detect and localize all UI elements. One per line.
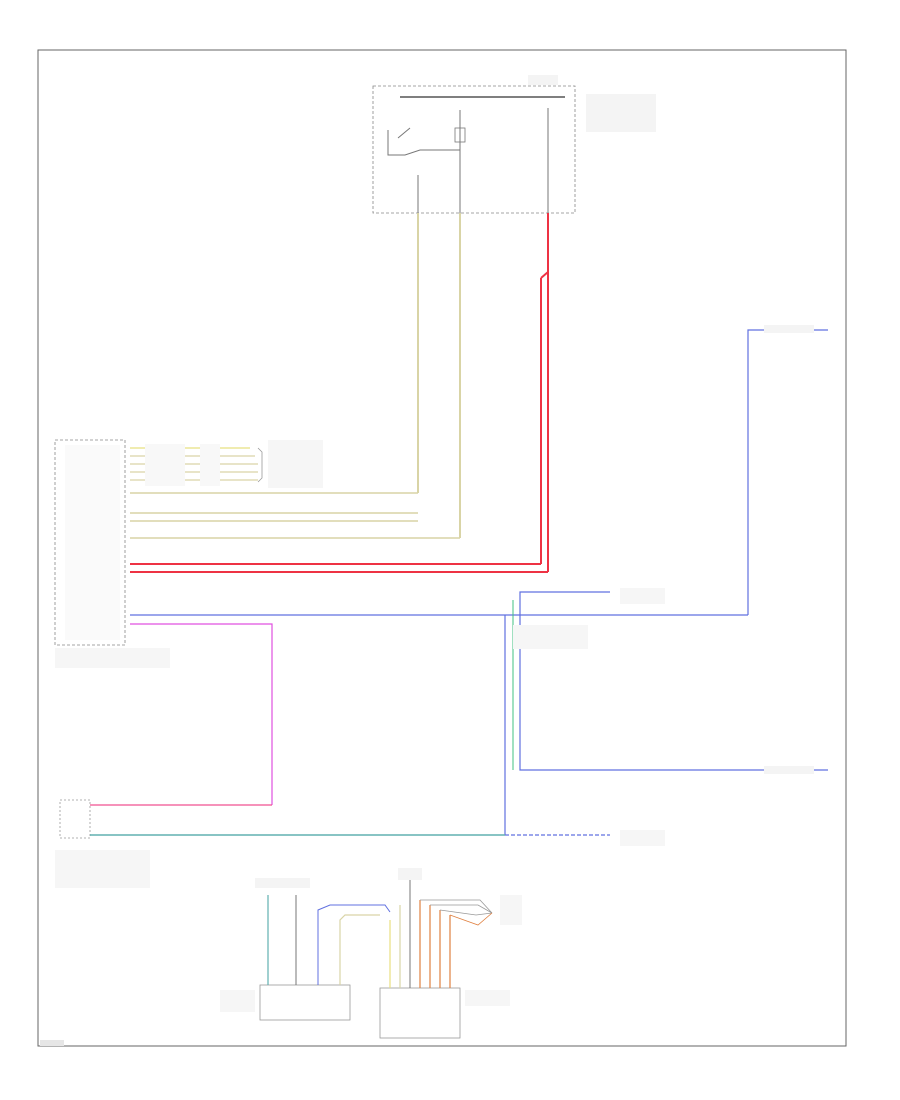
conn-left-caption: [220, 990, 255, 1012]
sensor-lower-left: [55, 799, 665, 888]
conn-left-label: [255, 878, 310, 888]
conn-right-fan-1: [420, 899, 493, 914]
connector-left: [259, 984, 351, 1021]
sensor-body: [59, 799, 91, 839]
page-id: [40, 1040, 64, 1046]
relay-box: [372, 75, 656, 214]
splice-label: [268, 440, 323, 488]
pcm-outline: [54, 439, 126, 646]
relay-coil: [454, 127, 466, 143]
conn-right-fan-4: [449, 912, 493, 926]
relay-wires: [417, 213, 549, 572]
conn-right-label: [398, 868, 422, 880]
wire-blue-mid: [519, 600, 828, 771]
wire-red-jumper: [540, 271, 549, 279]
conn-right-fan-2: [430, 904, 493, 914]
conn-right-ground-label: [500, 895, 522, 925]
pcm-wirecodes-2: [200, 444, 220, 486]
relay-switch-left: [387, 130, 460, 156]
right-blue-wire: [504, 325, 828, 835]
bottom-connectors: [220, 868, 522, 1039]
sensor-end-label: [620, 830, 665, 846]
relay-label-block: [528, 75, 558, 85]
relay-contact-left: [397, 127, 411, 139]
conn-right-caption: [465, 990, 510, 1006]
splice-label-3: [620, 588, 665, 604]
wire-blue-top: [747, 329, 828, 615]
wire-blue-mid-label: [764, 766, 814, 774]
connector-right: [379, 987, 461, 1039]
wire-blue-top-label: [764, 325, 814, 333]
splice-bracket: [257, 447, 263, 483]
conn-left-wire-4: [339, 914, 380, 985]
pcm-connector: [54, 439, 748, 805]
sensor-caption: [55, 850, 150, 888]
pcm-pin-labels: [65, 445, 120, 640]
pcm-caption: [55, 648, 170, 668]
splice-label-2: [513, 625, 588, 649]
relay-box-outline: [372, 85, 576, 214]
diagram-frame: [37, 49, 847, 1047]
wire-blue-upper: [519, 591, 610, 600]
pcm-wirecodes-1: [145, 444, 185, 486]
conn-right-fan-3: [439, 909, 493, 916]
pcm-wire-magenta: [130, 623, 273, 805]
relay-side-label: [586, 94, 656, 132]
conn-left-wire-3: [317, 904, 391, 985]
